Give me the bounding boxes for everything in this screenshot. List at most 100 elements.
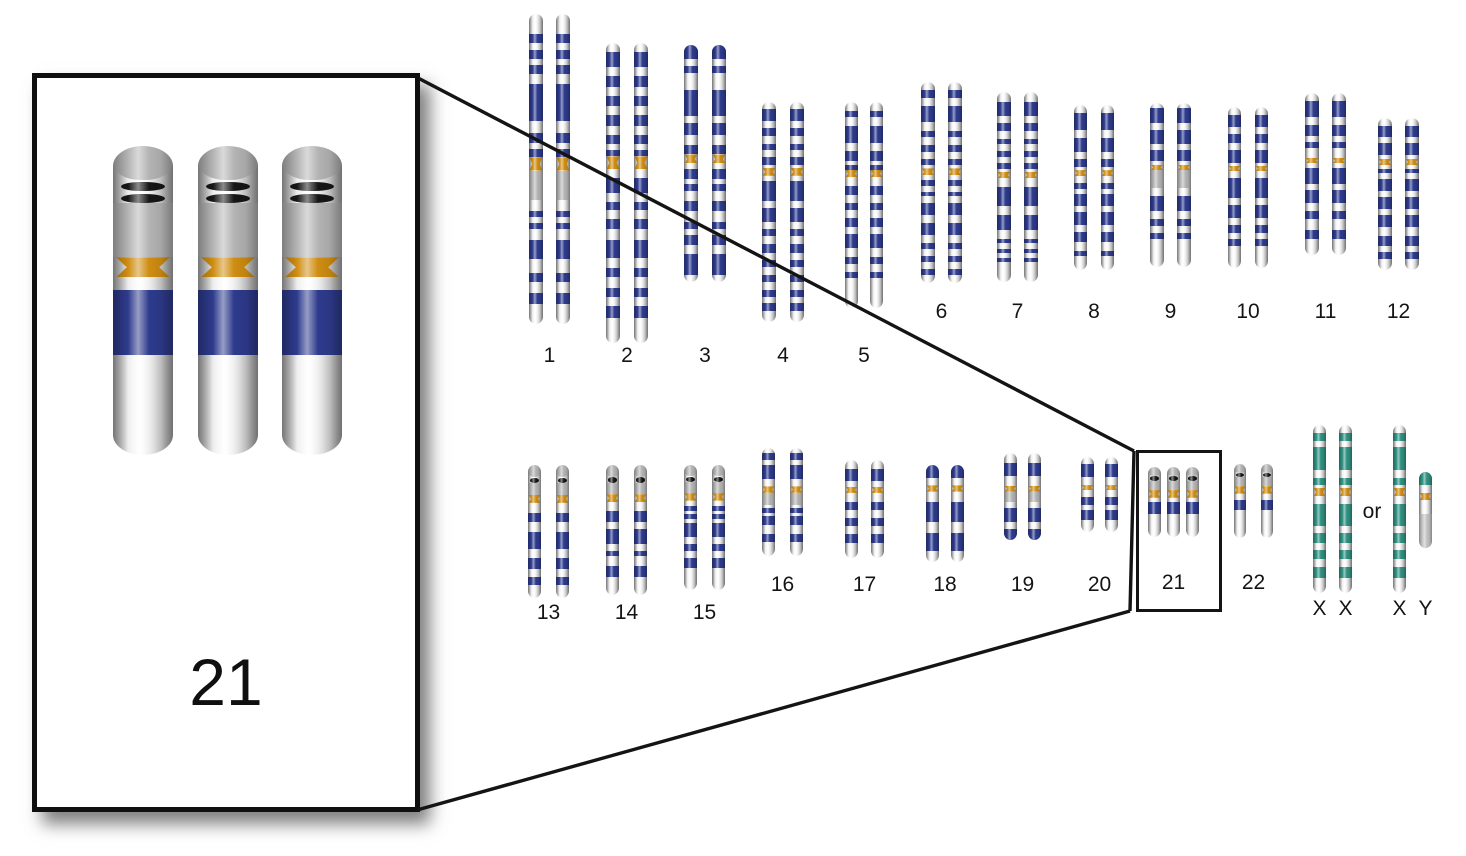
chromosome-band — [1228, 177, 1241, 198]
chromosome-band — [529, 293, 543, 304]
chromosome-band — [921, 159, 935, 166]
chromosome-band — [684, 123, 698, 136]
chromosome-xx-copy-2 — [1339, 425, 1352, 593]
chromosome-10-copy-2 — [1255, 107, 1268, 268]
chromosome-band — [1261, 500, 1273, 510]
chromosome-21-copy-2 — [1167, 467, 1180, 537]
chromosome-band — [926, 465, 939, 478]
chromosome-band — [282, 289, 342, 355]
chromosome-band — [1393, 566, 1406, 578]
chromosome-band — [1024, 123, 1038, 131]
chromosome-band — [1228, 224, 1241, 233]
chromosome-band — [529, 49, 543, 59]
chromosome-band — [1339, 566, 1352, 578]
chromosome-band — [606, 239, 620, 258]
chromosome-15-copy-2 — [712, 465, 725, 590]
chromosome-band — [762, 143, 776, 151]
chromosome-band — [1405, 235, 1419, 247]
chromosome-band — [1228, 115, 1241, 128]
chromosome-19-label: 19 — [1010, 573, 1035, 596]
chromosome-band — [1105, 463, 1118, 477]
chromosome-band — [1228, 165, 1241, 172]
chromosome-band — [921, 222, 935, 235]
chromosome-band — [1261, 486, 1273, 494]
chromosome-band — [1167, 490, 1180, 498]
chromosome-band — [1332, 168, 1346, 184]
chromosome-band — [556, 465, 569, 477]
chromosome-band — [997, 150, 1011, 157]
chromosome-band — [948, 106, 962, 123]
chromosome-band — [790, 486, 803, 493]
chromosome-band — [921, 180, 935, 186]
chromosome-band — [634, 465, 647, 477]
chromosome-band — [1081, 485, 1094, 491]
chromosome-band — [634, 287, 648, 297]
chromosome-band — [845, 533, 858, 544]
chromosome-15-copy-1 — [684, 465, 697, 590]
chromosome-band — [1105, 485, 1118, 491]
chromosome-4-copy-2 — [790, 102, 804, 322]
chromosome-19-copy-1 — [1004, 453, 1017, 540]
chromosome-band — [684, 154, 698, 164]
chromosome-band — [1074, 113, 1087, 130]
chromosome-band — [634, 482, 647, 495]
chromosome-band — [712, 253, 726, 275]
chromosome-band — [921, 202, 935, 215]
chromosome-9-copy-1 — [1150, 103, 1164, 267]
chromosome-band — [634, 115, 648, 126]
chromosome-band — [1313, 488, 1326, 497]
chromosome-band — [762, 303, 776, 311]
chromosome-band — [528, 494, 541, 503]
chromosome-band — [1339, 488, 1352, 497]
chromosome-14-copy-1 — [606, 465, 619, 595]
chromosome-band — [948, 90, 962, 99]
chromosome-band — [1024, 239, 1038, 244]
chromosome-band — [1419, 513, 1432, 548]
chromosome-band — [1339, 446, 1352, 471]
chromosome-band — [1393, 503, 1406, 526]
chromosome-21-magnified-copy-1 — [113, 146, 173, 455]
chromosome-band — [1105, 510, 1118, 520]
chromosome-band — [684, 253, 698, 275]
chromosome-21-magnified-copy-2 — [198, 146, 258, 455]
chromosome-band — [1255, 224, 1268, 233]
chromosome-band — [948, 180, 962, 186]
chromosome-2-label: 2 — [621, 344, 633, 367]
chromosome-band — [1024, 101, 1038, 116]
chromosome-band — [1332, 125, 1346, 136]
chromosome-band — [1028, 507, 1041, 522]
chromosome-band — [790, 128, 804, 137]
chromosome-11-label: 11 — [1314, 300, 1337, 323]
chromosome-band — [1313, 446, 1326, 471]
chromosome-band — [684, 558, 697, 569]
chromosome-band — [1228, 133, 1241, 144]
chromosome-band — [529, 148, 543, 158]
chromosome-band — [1024, 187, 1038, 206]
chromosome-band — [1313, 550, 1326, 560]
chromosome-band — [845, 486, 858, 493]
chromosome-band — [1378, 125, 1392, 137]
chromosome-12-copy-1 — [1378, 118, 1392, 270]
chromosome-band — [556, 512, 569, 523]
chromosome-band — [606, 218, 620, 229]
chromosome-band — [684, 481, 697, 494]
chromosome-band — [1332, 157, 1346, 164]
chromosome-band — [921, 168, 935, 176]
chromosome-band — [1393, 533, 1406, 543]
chromosome-xy-label: X — [1392, 597, 1407, 620]
chromosome-band — [635, 477, 646, 483]
chromosome-band — [1313, 533, 1326, 543]
chromosome-band — [1255, 177, 1268, 198]
chromosome-band — [529, 65, 543, 75]
chromosome-band — [871, 533, 884, 544]
chromosome-band — [845, 164, 858, 170]
chromosome-band — [606, 510, 619, 523]
chromosome-band — [685, 476, 696, 482]
chromosome-band — [1101, 138, 1114, 153]
chromosome-band — [684, 45, 698, 60]
chromosome-band — [1105, 496, 1118, 505]
chromosome-band — [1150, 196, 1164, 212]
chromosome-10-label: 10 — [1236, 300, 1260, 323]
chromosome-band — [528, 531, 541, 549]
chromosome-band — [712, 144, 726, 155]
